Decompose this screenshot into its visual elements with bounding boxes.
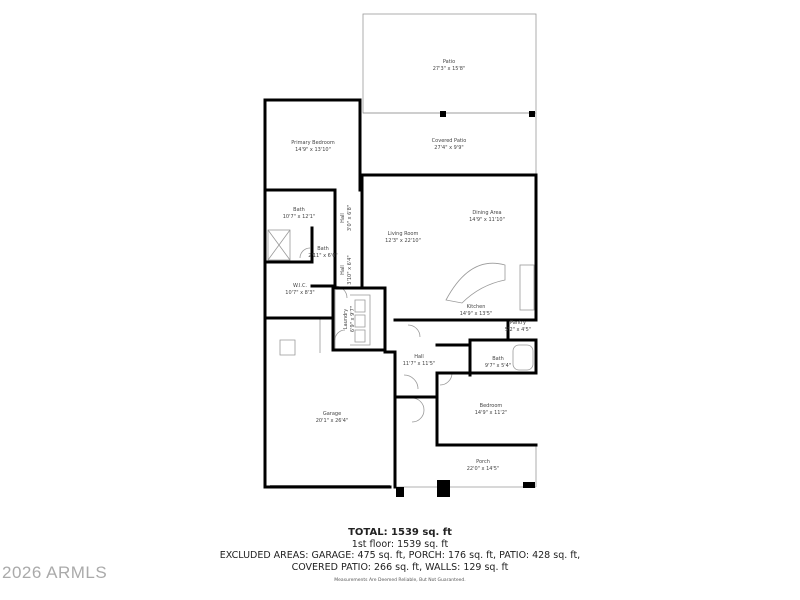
room-size: 20'1" x 26'4" xyxy=(315,418,349,424)
room-size: 3'0" x 6'8" xyxy=(347,204,353,232)
room-size: 11'7" x 11'5" xyxy=(402,361,436,367)
room-size: 10'7" x 12'1" xyxy=(282,214,316,220)
total-area: TOTAL: 1539 sq. ft xyxy=(348,527,452,538)
room-name: Bath xyxy=(317,246,329,252)
room-name: Bath xyxy=(293,207,305,213)
room-name: Porch xyxy=(476,459,490,465)
room-name: Living Room xyxy=(387,231,419,237)
room-name: Pantry xyxy=(510,320,526,326)
room-size: 2'11" x 6'0" xyxy=(308,253,338,259)
room-size: 14'9" x 13'5" xyxy=(459,311,493,317)
room-size: 14'9" x 11'2" xyxy=(474,410,508,416)
room-name: Bedroom xyxy=(479,403,503,409)
room-size: 10'7" x 8'3" xyxy=(285,290,315,296)
room-name: Hall xyxy=(340,213,346,223)
room-name: W.I.C. xyxy=(292,283,308,289)
room-name: Hall xyxy=(414,354,424,360)
room-name: Laundry xyxy=(343,308,349,330)
room-size: 5'2" x 4'5" xyxy=(504,327,532,333)
floor-area: 1st floor: 1539 sq. ft xyxy=(351,539,449,550)
room-size: 27'3" x 15'8" xyxy=(432,66,466,72)
walls xyxy=(263,98,538,489)
room-name: Garage xyxy=(322,411,342,417)
room-name: Covered Patio xyxy=(431,138,467,144)
room-size: 22'0" x 14'5" xyxy=(466,466,500,472)
room-size: 12'3" x 22'10" xyxy=(385,238,421,244)
excluded-areas-line-1: EXCLUDED AREAS: GARAGE: 475 sq. ft, PORC… xyxy=(219,550,581,561)
room-name: Patio xyxy=(442,59,456,65)
room-size: 6'9" x 9'7" xyxy=(350,305,356,333)
room-name: Bath xyxy=(492,356,504,362)
room-name: Primary Bedroom xyxy=(291,140,335,146)
room-size: 3'10" x 6'4" xyxy=(347,255,353,285)
room-size: 14'9" x 11'10" xyxy=(469,217,505,223)
room-size: 14'9" x 13'10" xyxy=(295,147,331,153)
watermark: 2026 ARMLS xyxy=(2,563,108,582)
excluded-areas-line-2: COVERED PATIO: 266 sq. ft, WALLS: 129 sq… xyxy=(291,562,509,573)
room-size: 27'4" x 9'9" xyxy=(434,145,464,151)
room-name: Kitchen xyxy=(466,304,486,310)
room-label-wic: W.I.C.10'7" x 8'3" xyxy=(285,283,314,297)
room-size: 9'7" x 5'4" xyxy=(484,363,512,369)
disclaimer: Measurements Are Deemed Reliable, But No… xyxy=(334,578,466,583)
room-name: Dining Area xyxy=(472,210,502,216)
columns xyxy=(396,111,535,497)
room-name: Hall xyxy=(340,265,346,275)
